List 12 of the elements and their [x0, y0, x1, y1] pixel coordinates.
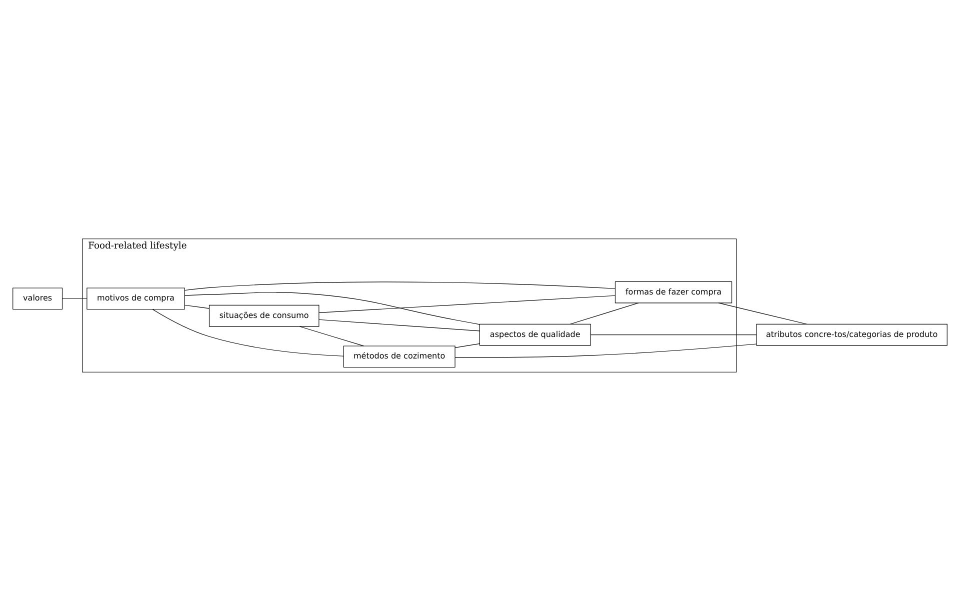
connector [718, 302, 808, 324]
connector [184, 304, 210, 308]
connector [299, 326, 364, 346]
connector [318, 318, 480, 331]
connector [184, 281, 616, 290]
connector [318, 294, 616, 312]
connector [454, 342, 480, 348]
connector [454, 343, 757, 358]
connector [184, 292, 480, 324]
connector [152, 308, 344, 356]
connector [590, 334, 757, 335]
connector [570, 302, 639, 324]
